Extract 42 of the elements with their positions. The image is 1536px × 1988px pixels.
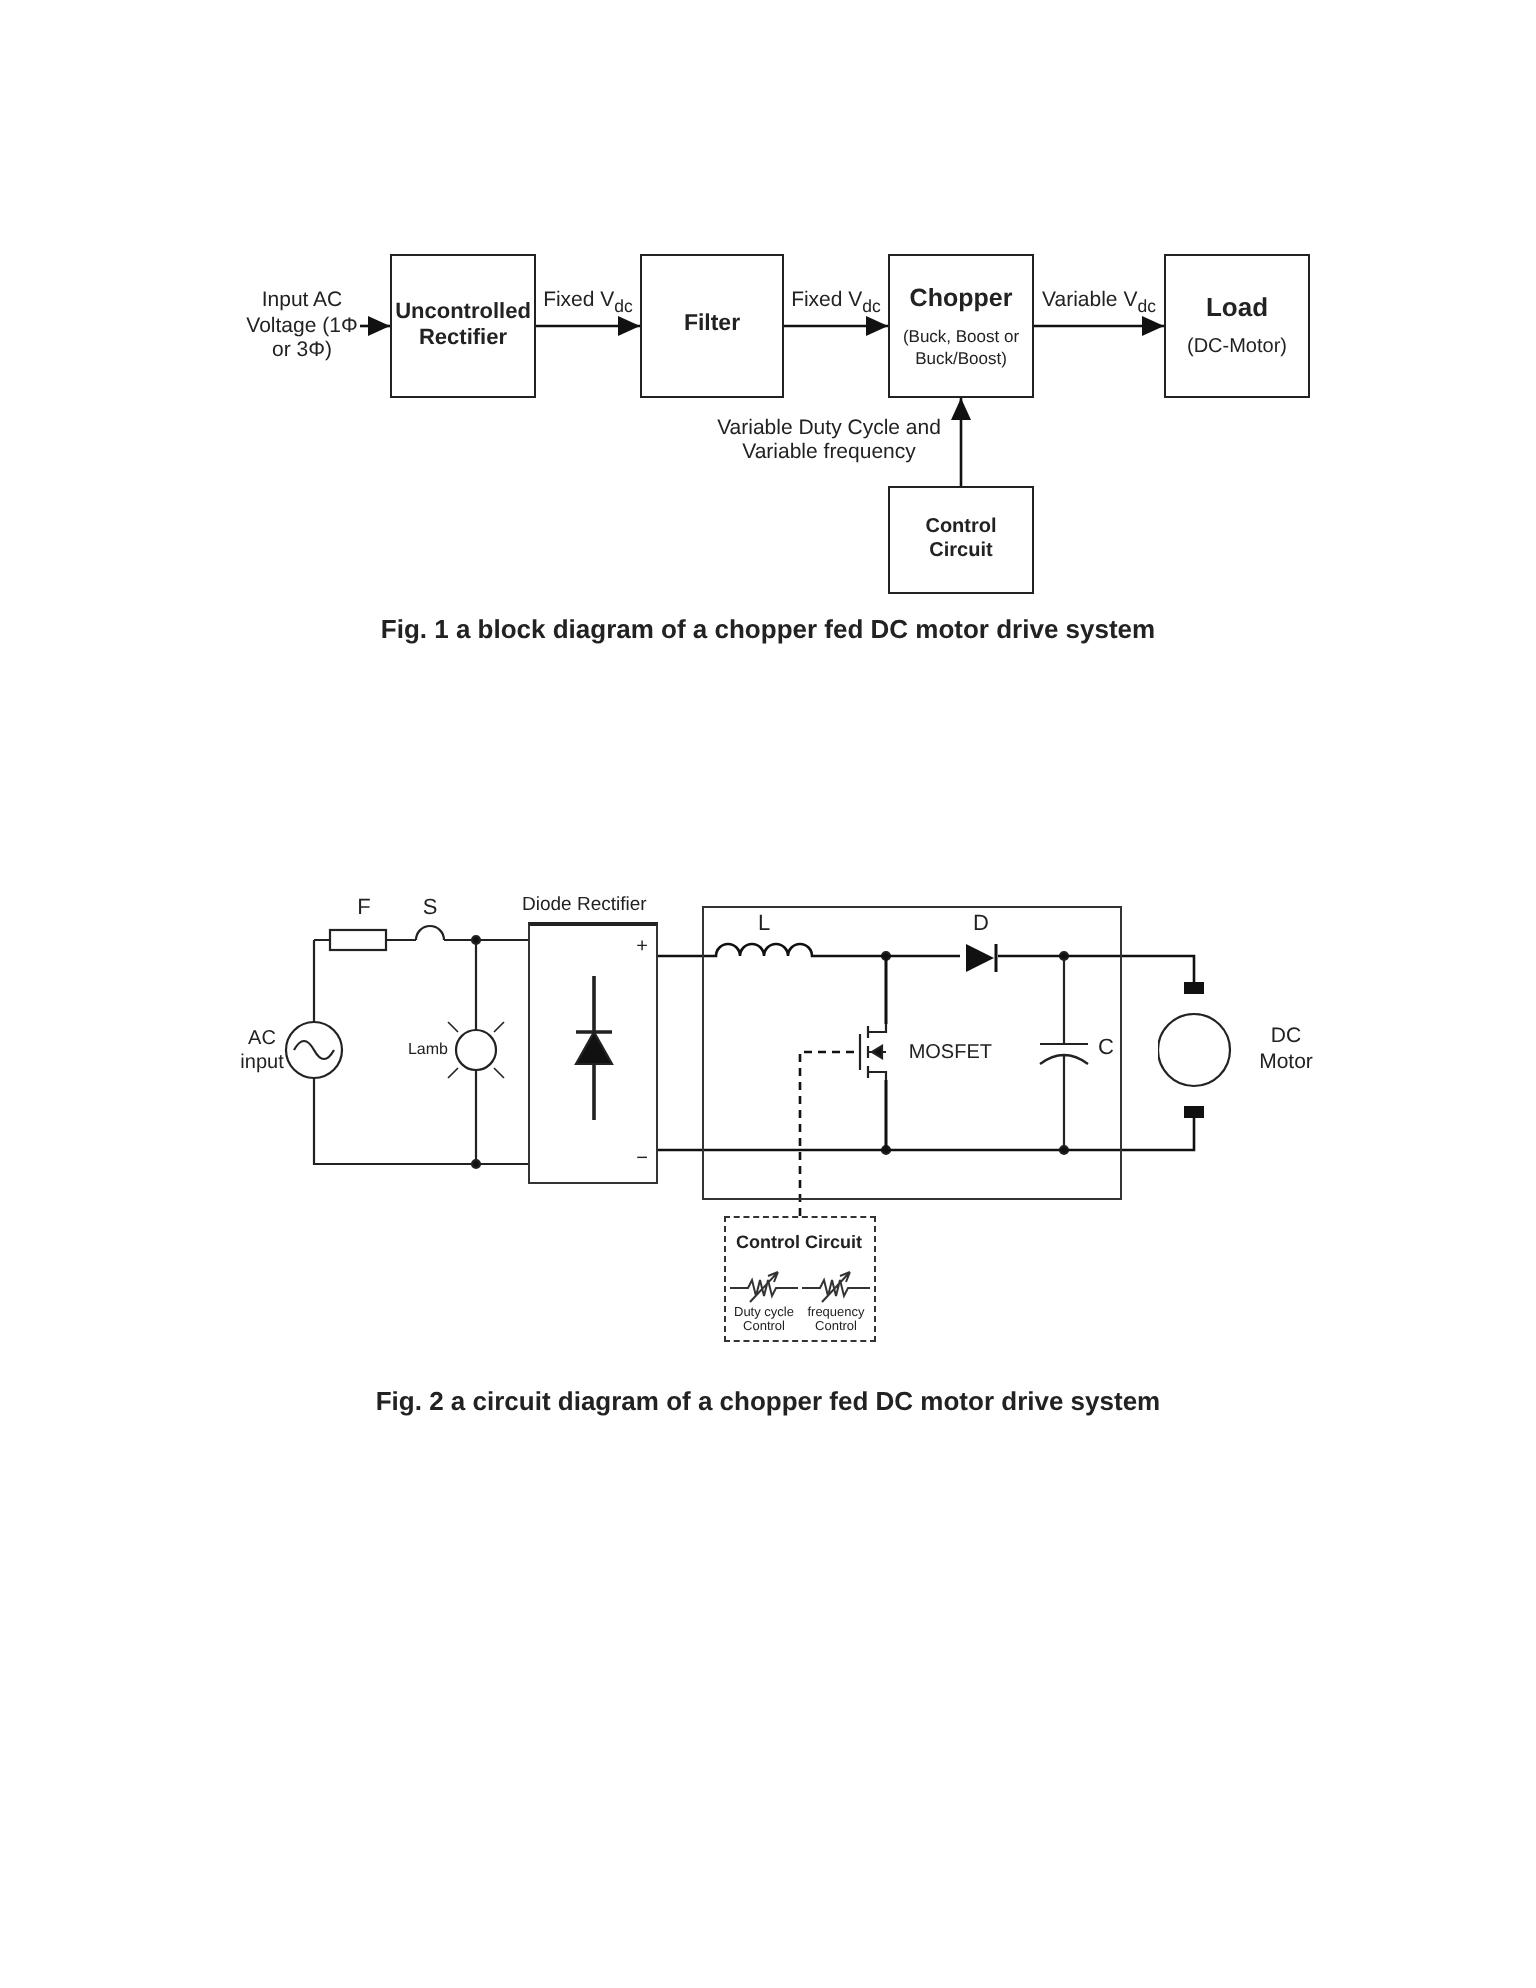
component-label: C bbox=[1096, 1036, 1116, 1062]
box-title: Chopper bbox=[909, 284, 1013, 315]
component-label: F bbox=[355, 896, 373, 922]
connector-line bbox=[884, 1080, 1196, 1152]
box-title: Uncontrolled Rectifier bbox=[395, 299, 531, 353]
box-subtitle: (Buck, Boost or Buck/Boost) bbox=[900, 326, 1022, 368]
edge-label: Variable Duty Cycle and Variable frequency bbox=[715, 416, 943, 465]
box-title: Filter bbox=[683, 312, 741, 340]
box-title: Load bbox=[1205, 292, 1269, 324]
process-box bbox=[640, 254, 784, 398]
process-box bbox=[888, 254, 1034, 398]
control-circuit-box bbox=[724, 1216, 876, 1342]
arrow bbox=[951, 398, 971, 486]
component-label: D bbox=[973, 912, 989, 939]
box-subtitle: (DC-Motor) bbox=[1187, 335, 1287, 360]
edge-label: Variable V$_{dc}$ bbox=[1040, 288, 1158, 317]
component-label: DC Motor bbox=[1257, 1024, 1315, 1076]
component-label: L bbox=[755, 912, 773, 938]
arrow bbox=[784, 316, 888, 336]
arrow bbox=[536, 316, 640, 336]
component-label: AC input bbox=[238, 1028, 286, 1074]
component-label: S bbox=[420, 896, 440, 922]
process-box bbox=[390, 254, 536, 398]
process-box bbox=[1164, 254, 1310, 398]
figure-caption: Fig. 1 a block diagram of a chopper fed DC motor drive system bbox=[378, 616, 1158, 646]
box-title: Control Circuit bbox=[736, 1232, 862, 1253]
input-label: Input AC Voltage (1Φ or 3Φ) bbox=[244, 288, 360, 364]
edge-label: Fixed V$_{dc}$ bbox=[789, 288, 883, 317]
chopper-box bbox=[702, 906, 1122, 1200]
arrow bbox=[1034, 316, 1164, 336]
process-box bbox=[888, 486, 1034, 594]
terminal-label: + bbox=[636, 936, 648, 959]
connector-line bbox=[798, 1050, 856, 1216]
box-heading: Diode Rectifier bbox=[522, 896, 647, 918]
connector-line bbox=[884, 954, 960, 1024]
box-title: Control Circuit bbox=[923, 516, 999, 564]
connector-line bbox=[998, 954, 1196, 982]
figure-caption: Fig. 2 a circuit diagram of a chopper fed DC motor drive system bbox=[373, 1388, 1163, 1418]
arrow bbox=[360, 316, 390, 336]
component-label: MOSFET bbox=[908, 1042, 992, 1066]
component-label: Lamb bbox=[405, 1040, 450, 1059]
terminal-label: − bbox=[636, 1147, 648, 1170]
